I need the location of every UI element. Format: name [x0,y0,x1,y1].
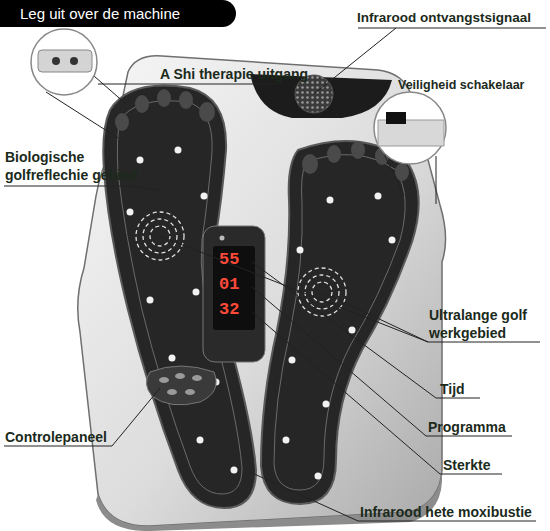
massage-node [389,237,396,244]
part-label: Infrarood ontvangstsignaal [357,9,531,27]
control-button [175,373,185,379]
leader-line [440,474,502,475]
toe-node [395,163,409,181]
leader-line [250,472,358,521]
detail-inset [31,29,97,95]
toe-node [327,145,341,163]
massage-node [323,401,330,408]
leader-line [314,28,396,94]
toe-node [157,89,171,107]
detail-inset [374,92,446,164]
massage-node [193,289,200,296]
massage-node [147,297,154,304]
output-jack [70,57,78,65]
part-label: Infrarood hete moxibustie [360,503,532,521]
leader-line [112,388,160,446]
brand-logo [220,236,225,241]
leader-line [252,312,440,474]
part-label: A Shi therapie uitgang [160,65,308,83]
massage-node [375,193,382,200]
display-panel [203,226,265,362]
massage-node [327,197,334,204]
massage-node [283,437,290,444]
control-button [159,377,169,383]
leader-line [46,92,118,138]
massage-node [289,357,296,364]
massage-node [169,355,176,362]
foot-pad [261,141,419,504]
massage-node [231,467,238,474]
safety-switch [386,112,406,124]
toe-node [135,95,149,113]
machine-base [78,56,446,526]
leader-line [160,236,428,342]
leader-line [252,262,436,398]
part-label: Ultralange golf werkgebied [429,306,547,342]
massage-node [201,193,208,200]
display-digits: 01 [219,276,239,294]
part-label: Controlepaneel [5,428,107,446]
control-panel [146,366,216,405]
leader-line [94,76,126,104]
part-label: Programma [428,418,506,436]
leader-line [428,342,540,343]
part-label: Biologische golfreflechie gebied [5,148,155,184]
leader-line [358,521,536,522]
toe-node [199,102,215,122]
toe-node [179,91,193,109]
massage-node [137,157,144,164]
leader-line [252,287,426,436]
leader-line [436,156,437,204]
output-jack [52,57,60,65]
massage-node [349,327,356,334]
foot-pad [103,86,256,508]
massage-node [197,437,204,444]
title-banner: Leg uit over de machine [0,0,236,27]
diagram-title: Leg uit over de machine [20,5,180,22]
control-button [192,375,202,381]
leader-line [4,446,112,447]
display-digits: 32 [219,301,239,319]
part-label: Veiligheid schakelaar [398,76,524,94]
toe-node [351,141,365,159]
leader-line [4,186,128,187]
massage-node [127,209,134,216]
leader-line [358,28,546,29]
part-label: Tijd [440,380,465,398]
leader-line [436,398,480,399]
toe-node [115,113,129,131]
toe-node [302,154,318,174]
part-label: Sterkte [443,456,490,474]
massage-node [315,473,322,480]
display-screen [213,246,255,330]
control-button [185,389,195,395]
massage-node [175,147,182,154]
leader-line [128,186,160,190]
leader-line [98,84,282,85]
output-panel [38,50,92,72]
massage-node [297,247,304,254]
leader-line [322,292,428,342]
control-button [167,389,177,395]
leader-line [426,436,512,437]
display-digits: 55 [219,251,239,269]
